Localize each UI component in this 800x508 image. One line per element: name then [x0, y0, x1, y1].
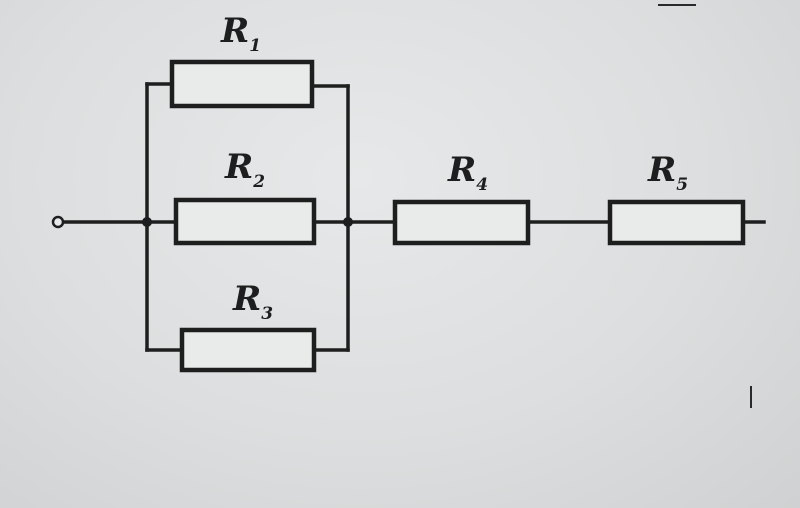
junction-left	[142, 217, 152, 227]
junction-right	[343, 217, 353, 227]
label-r4: R4	[447, 150, 488, 195]
resistor-r4	[392, 199, 531, 246]
input-terminal	[51, 215, 65, 229]
label-r1: R1	[220, 11, 261, 56]
resistor-r5	[607, 199, 746, 246]
resistor-r1	[169, 59, 315, 109]
resistors	[169, 59, 746, 373]
resistor-r3	[179, 327, 317, 373]
resistor-r2	[173, 197, 317, 246]
label-r2: R2	[224, 147, 265, 192]
label-r5: R5	[647, 150, 688, 195]
label-r3: R3	[232, 279, 273, 324]
